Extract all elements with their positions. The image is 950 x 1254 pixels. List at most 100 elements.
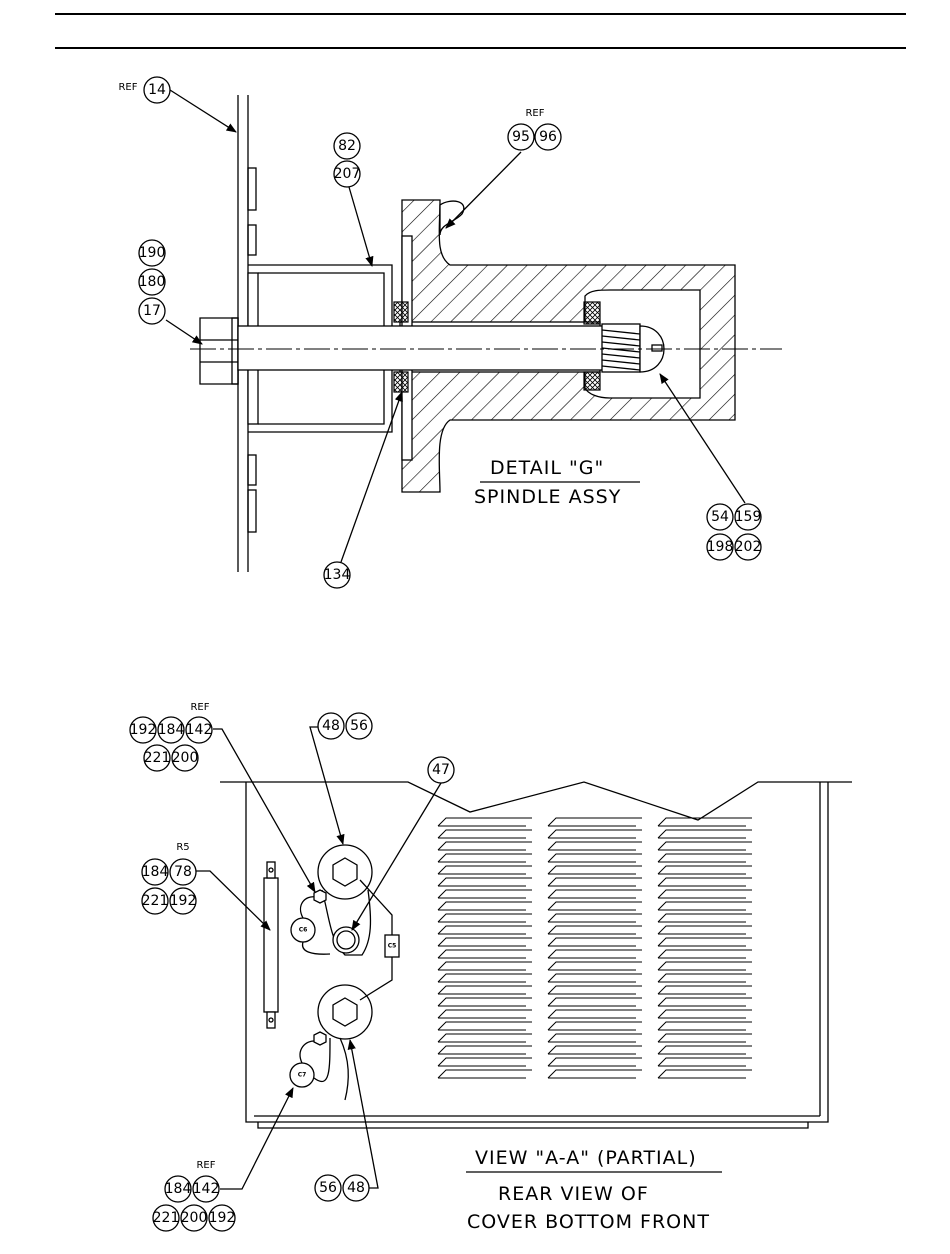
callout-159: 159 [735, 509, 762, 525]
ref-label: REF [190, 702, 209, 713]
knob-grip [440, 201, 464, 235]
callout-190: 190 [139, 245, 166, 261]
callout-142: 142 [193, 1181, 220, 1197]
callout-200: 200 [172, 750, 199, 766]
louver-slat [658, 1034, 752, 1042]
spindle-shaft [238, 326, 628, 370]
callout-221: 221 [144, 750, 171, 766]
louver-slat [658, 830, 752, 838]
callout-82: 82 [338, 138, 356, 154]
louver-slat [548, 998, 642, 1006]
callout-192: 192 [130, 722, 157, 738]
view-aa-title: VIEW "A-A" (PARTIAL) [475, 1147, 697, 1169]
ref-label: REF [525, 108, 544, 119]
louver-slat [548, 962, 642, 970]
seal [394, 302, 408, 322]
callout-184: 184 [158, 722, 185, 738]
louver-slat [658, 890, 752, 898]
louver-slat [548, 1046, 642, 1054]
louver-slat [548, 950, 642, 958]
seal [584, 372, 600, 390]
louver-slat [438, 914, 532, 922]
louver-slat [658, 938, 752, 946]
callout-202: 202 [735, 539, 762, 555]
callout-200: 200 [181, 1210, 208, 1226]
c6-label: C6 [299, 927, 308, 934]
view-aa-leaders [196, 727, 441, 1189]
callout-198: 198 [707, 539, 734, 555]
callout-180: 180 [139, 274, 166, 290]
small-hex [314, 1032, 326, 1045]
hex-stud [333, 998, 357, 1026]
view-aa-subtitle-2: COVER BOTTOM FRONT [467, 1211, 710, 1233]
c5-label: C5 [388, 943, 397, 950]
louver-slat [658, 818, 752, 826]
louver-slat [658, 854, 752, 862]
louver-slat [548, 890, 642, 898]
break-line [220, 782, 852, 820]
louver-slat [438, 962, 532, 970]
louver-slat [438, 998, 532, 1006]
louver-slat [548, 1058, 642, 1066]
louver-slat [548, 866, 642, 874]
callout-48: 48 [347, 1180, 365, 1196]
ref-label: REF [196, 1160, 215, 1171]
detail-g-subtitle: SPINDLE ASSY [474, 486, 621, 508]
hex-stud [333, 858, 357, 886]
louver-slat [658, 1010, 752, 1018]
louver-slat [658, 1046, 752, 1054]
ref-label: REF [118, 82, 137, 93]
louver-slat [548, 830, 642, 838]
louver-slat [658, 866, 752, 874]
louver-slat [548, 902, 642, 910]
louver-slat [438, 878, 532, 886]
callout-78: 78 [174, 864, 192, 880]
louver-slat [438, 866, 532, 874]
louver-slat [658, 1070, 752, 1078]
louver-slat [658, 1022, 752, 1030]
louver-slat [548, 854, 642, 862]
seal [394, 372, 408, 392]
seal [584, 302, 600, 324]
louver-slat [548, 1034, 642, 1042]
callout-134: 134 [324, 567, 351, 583]
louver-slat [658, 878, 752, 886]
louver-slat [658, 842, 752, 850]
callout-142: 142 [186, 722, 213, 738]
c7-label: C7 [298, 1072, 307, 1079]
louver-slat [438, 938, 532, 946]
cover-lip [258, 1122, 808, 1128]
panel-tab [248, 225, 256, 255]
louver-slat [548, 938, 642, 946]
callout-56: 56 [350, 718, 368, 734]
louver-slat [658, 986, 752, 994]
louver-slat [438, 1010, 532, 1018]
panel-tab [248, 168, 256, 210]
louver-slat [658, 998, 752, 1006]
louver-slat [438, 1022, 532, 1030]
panel-tab [248, 490, 256, 532]
louver-slat [438, 926, 532, 934]
callout-95: 95 [512, 129, 530, 145]
louver-slat [548, 878, 642, 886]
louver-slat [658, 962, 752, 970]
screw-slot [652, 345, 662, 351]
louver-slat [548, 926, 642, 934]
resistor-tab [267, 1012, 275, 1028]
louver-slat [438, 842, 532, 850]
louver-slat [548, 818, 642, 826]
louver-slat [658, 926, 752, 934]
louver-slat [548, 986, 642, 994]
callout-47: 47 [432, 762, 450, 778]
louver-slat [548, 974, 642, 982]
louver-slat [658, 974, 752, 982]
callout-192: 192 [209, 1210, 236, 1226]
callout-14: 14 [148, 82, 166, 98]
callout-48: 48 [322, 718, 340, 734]
louver-slat [438, 890, 532, 898]
louver-slat [438, 902, 532, 910]
louver-slat [438, 818, 532, 826]
louver-slat [548, 1070, 642, 1078]
louver-slat [658, 914, 752, 922]
